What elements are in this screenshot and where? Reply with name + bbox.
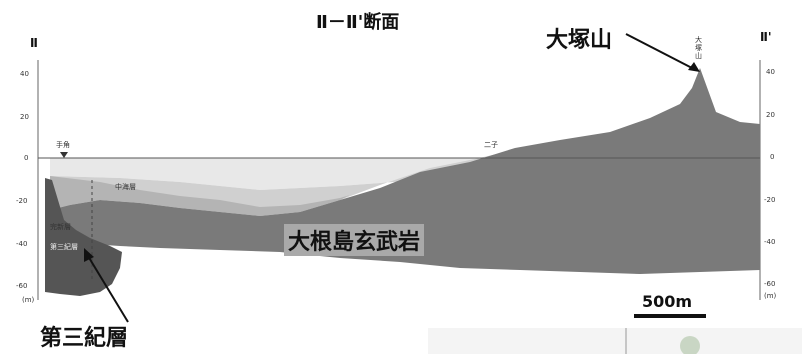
label-mountain: 大塚山 <box>546 28 613 53</box>
summit-small-label: 大塚山 <box>695 36 702 60</box>
photo-blob <box>680 336 700 354</box>
right-unit-label: (m) <box>764 292 777 300</box>
scale-label: 500m <box>642 292 693 311</box>
holocene-layer <box>50 176 350 216</box>
tertiary-arrow-head <box>84 248 94 262</box>
left-tick-label: 40 <box>20 70 29 78</box>
right-tick-label: -20 <box>764 196 776 204</box>
mountain-arrow-head <box>688 62 700 72</box>
label-basalt: 大根島玄武岩 <box>284 224 425 256</box>
right-tick-label: 20 <box>766 111 775 119</box>
right-tick-label: -60 <box>764 280 776 288</box>
section-title: Ⅱ－Ⅱ'断面 <box>316 12 400 33</box>
left-place-marker <box>60 152 68 158</box>
label-tertiary: 第三紀層 <box>40 326 129 351</box>
right-tick-label: 40 <box>766 68 775 76</box>
right-tick-label: -40 <box>764 238 776 246</box>
basalt-layer <box>50 68 760 274</box>
photo-fragment <box>428 328 802 354</box>
holocene-small-label: 完新層 <box>50 223 71 231</box>
tertiary-small-label: 第三紀層 <box>50 243 78 251</box>
left-tick-label: -20 <box>16 197 28 205</box>
left-tick-label: 0 <box>24 154 29 162</box>
left-tick-label: -40 <box>16 240 28 248</box>
water-layer <box>50 158 500 190</box>
right-place-label: 二子 <box>484 141 498 149</box>
left-unit-label: (m) <box>22 296 35 304</box>
right-tick-label: 0 <box>770 153 775 161</box>
left-section-marker: Ⅱ <box>30 36 38 50</box>
tertiary-arrow-line <box>87 255 129 323</box>
tertiary-layer <box>45 178 122 296</box>
nakaumi-small-label: 中海層 <box>115 183 136 191</box>
left-tick-label: -60 <box>16 282 28 290</box>
right-section-marker: Ⅱ' <box>760 30 772 44</box>
mountain-arrow-line <box>625 33 693 69</box>
left-place-label: 手角 <box>56 141 70 149</box>
left-tick-label: 20 <box>20 113 29 121</box>
